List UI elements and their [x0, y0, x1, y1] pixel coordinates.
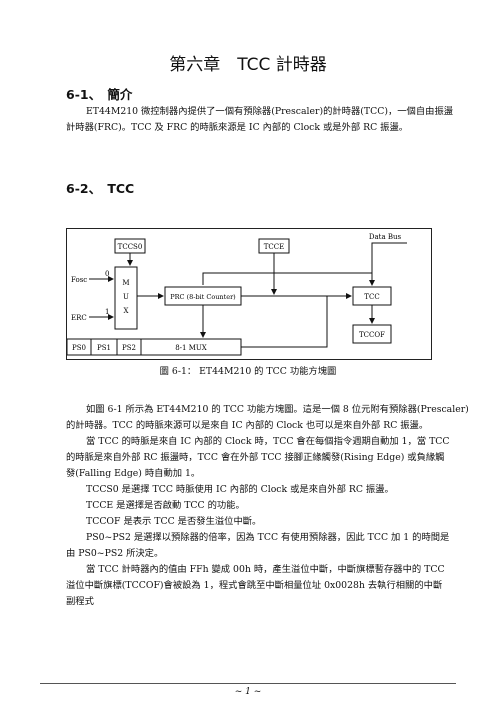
- mux-letter: U: [123, 293, 129, 301]
- text-line: 當 TCC 計時器內的值由 FFh 變成 00h 時，產生溢位中斷，中斷旗標暫存…: [86, 564, 445, 575]
- mux-letter: M: [122, 279, 129, 287]
- figure-caption: 圖 6-1： ET44M210 的 TCC 功能方塊圖: [159, 366, 337, 377]
- chapter-title: 第六章 TCC 計時器: [169, 55, 327, 75]
- text-line: 副程式: [66, 596, 94, 607]
- intro-paragraph: ET44M210 微控制器內提供了一個有預除器(Prescaler)的計時器(T…: [66, 104, 454, 136]
- tcc-description: 如圖 6-1 所示為 ET44M210 的 TCC 功能方塊圖。這是一個 8 位…: [66, 402, 469, 610]
- text-line: 由 PS0~PS2 所決定。: [66, 548, 164, 559]
- tcc-label: TCC: [364, 293, 379, 301]
- text-line: 的時脈是來自外部 RC 振盪時，TCC 會在外部 TCC 接腳正緣觸發(Risi…: [66, 452, 445, 463]
- text-line: ET44M210 微控制器內提供了一個有預除器(Prescaler)的計時器(T…: [86, 106, 454, 117]
- mux-box: [114, 266, 138, 330]
- tccof-box: [352, 324, 392, 344]
- page-number: ~ 1 ~: [234, 687, 262, 697]
- mux81-label: 8-1 MUX: [175, 344, 207, 352]
- ps2-label: PS2: [122, 344, 136, 352]
- text-line: 溢位中斷旗標(TCCOF)會被設為 1，程式會跳至中斷相量位址 0x0028h …: [66, 580, 443, 591]
- prc-label: PRC (8-bit Counter): [170, 293, 236, 301]
- tccs0-label: TCCS0: [118, 243, 143, 251]
- ps1-label: PS1: [97, 344, 111, 352]
- text-line: 的計時器。TCC 的時脈來源可以是來自 IC 內部的 Clock 也可以是來自外…: [66, 420, 429, 431]
- section-heading-tcc: 6-2、 TCC: [66, 181, 135, 196]
- data-bus-label: Data Bus: [369, 233, 402, 241]
- mux-letter: X: [124, 307, 129, 315]
- text-line: TCCE 是選擇是否啟動 TCC 的功能。: [86, 500, 245, 511]
- section-heading-intro: 6-1、 簡介: [66, 87, 133, 102]
- ps0-label: PS0: [72, 344, 86, 352]
- text-line: TCCS0 是選擇 TCC 時脈使用 IC 內部的 Clock 或是來自外部 R…: [86, 484, 394, 495]
- text-line: TCCOF 是表示 TCC 是否發生溢位中斷。: [86, 516, 262, 527]
- tccof-label: TCCOF: [359, 331, 385, 339]
- text-line: 計時器(FRC)。TCC 及 FRC 的時脈來源是 IC 內部的 Clock 或…: [66, 122, 409, 133]
- mux-input-0: 0: [105, 270, 109, 278]
- text-line: 如圖 6-1 所示為 ET44M210 的 TCC 功能方塊圖。這是一個 8 位…: [86, 404, 469, 415]
- text-line: 當 TCC 的時脈是來自 IC 內部的 Clock 時，TCC 會在每個指令週期…: [86, 436, 450, 447]
- fosc-label: Fosc: [71, 276, 87, 284]
- text-line: PS0~PS2 是選擇以預除器的倍率，因為 TCC 有使用預除器，因此 TCC …: [86, 532, 450, 543]
- tcc-block-diagram: TCCS0 TCCE Data Bus Fosc ERC 0 1 M U X P…: [66, 228, 432, 360]
- erc-label: ERC: [71, 314, 87, 322]
- tcc-block-diagram-svg: TCCS0 TCCE Data Bus Fosc ERC 0 1 M U X P…: [66, 233, 407, 356]
- text-line: 發(Falling Edge) 時自動加 1。: [66, 468, 201, 479]
- mux-input-1: 1: [105, 308, 109, 316]
- tcce-label: TCCE: [264, 243, 285, 251]
- footer-rule: [40, 683, 456, 684]
